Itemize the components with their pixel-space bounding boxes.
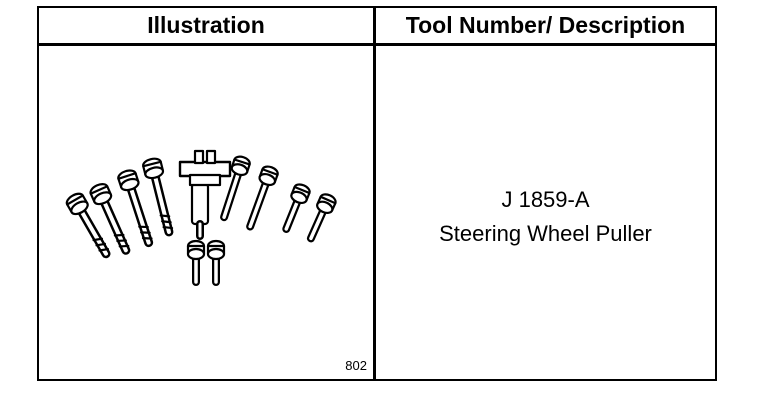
tool-table: Illustration Tool Number/ Description: [37, 6, 717, 381]
description-cell: J 1859-A Steering Wheel Puller: [376, 46, 715, 379]
bolt-icon: [306, 193, 337, 243]
bolt-icon: [220, 155, 251, 222]
bolt-icon: [206, 239, 226, 286]
bolt-icon: [142, 157, 174, 237]
illustration-cell: 802: [39, 46, 373, 379]
bolt-icon: [65, 192, 111, 259]
steering-wheel-puller-kit-icon: [65, 149, 337, 286]
bolt-icon: [246, 165, 279, 231]
bolt-icon: [186, 239, 206, 286]
bolt-icon: [282, 183, 311, 233]
figure-number: 802: [345, 358, 367, 373]
puller-body-icon: [178, 149, 232, 240]
header-illustration: Illustration: [147, 12, 265, 38]
tool-description: Steering Wheel Puller: [439, 221, 652, 246]
column-divider: [373, 8, 376, 379]
bolt-icon: [117, 169, 154, 248]
header-tool-number-description: Tool Number/ Description: [405, 12, 686, 38]
tool-number: J 1859-A: [501, 187, 590, 212]
bolt-icon: [89, 183, 131, 255]
header-rule: [39, 43, 715, 46]
